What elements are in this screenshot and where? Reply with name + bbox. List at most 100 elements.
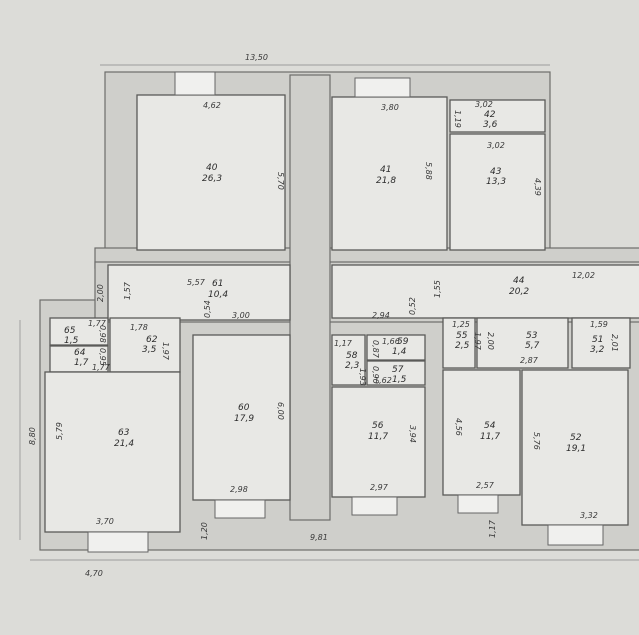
- room-64-id: 64: [74, 348, 86, 358]
- room-57-width: 1,62: [374, 376, 392, 385]
- room-56-height: 3,94: [408, 425, 417, 443]
- dim-wall-1: 1,20: [200, 522, 209, 540]
- room-42: [449, 99, 546, 133]
- room-55-area: 2,5: [455, 341, 470, 351]
- room-44-id: 44: [513, 276, 525, 286]
- room-60: [192, 334, 291, 501]
- room-51-id: 51: [592, 335, 603, 345]
- room-52-height: 5,76: [532, 432, 541, 450]
- room-61-dim-2: 2,00: [96, 284, 105, 302]
- room-40-width: 4,62: [203, 101, 221, 110]
- room-57-dim-193: 1,93: [358, 368, 367, 386]
- room-63: [44, 371, 181, 533]
- room-51-width: 1,59: [590, 320, 608, 329]
- room-63-area: 21,4: [114, 439, 134, 449]
- room-63-id: 63: [118, 428, 130, 438]
- room-53: [476, 317, 569, 369]
- room-62-area: 3,5: [142, 345, 157, 355]
- room-58-width: 1,17: [334, 339, 353, 348]
- room-65-id: 65: [64, 326, 76, 336]
- dim-wall-2: 1,17: [488, 519, 497, 538]
- room-62-id: 62: [146, 335, 158, 345]
- room-55-height: 1,97: [473, 332, 482, 351]
- dim-bottom: 9,81: [310, 533, 328, 542]
- room-54-width: 2,57: [476, 481, 495, 490]
- room-43: [449, 133, 546, 251]
- room-59: [366, 334, 426, 361]
- room-40-id: 40: [206, 163, 218, 173]
- room-64-area: 1,7: [74, 358, 89, 368]
- room-61-width: 5,57: [187, 278, 206, 287]
- room-52-area: 19,1: [566, 444, 586, 454]
- dim-top: 13,50: [245, 53, 268, 62]
- room-56-area: 11,7: [368, 432, 388, 442]
- room-60-area: 17,9: [234, 414, 254, 424]
- room-63-height: 5,79: [55, 422, 64, 440]
- windows: [87, 71, 604, 553]
- room-53-height: 2,00: [486, 332, 495, 350]
- dim-right: 12,02: [572, 271, 595, 280]
- room-58: [331, 334, 366, 386]
- room-53-width: 2,87: [520, 356, 539, 365]
- room-62-height: 1,97: [161, 342, 170, 361]
- dim-left: 8,80: [28, 427, 37, 445]
- room-41-id: 41: [380, 165, 391, 175]
- room-51: [571, 317, 631, 369]
- room-65: [49, 317, 109, 346]
- room-54-id: 54: [484, 421, 496, 431]
- room-65-area: 1,5: [64, 336, 79, 346]
- room-64-height: 0,95: [98, 348, 107, 366]
- room-61-area: 10,4: [208, 290, 228, 300]
- room-54-height: 4,56: [454, 418, 463, 436]
- room-57-id: 57: [392, 365, 404, 375]
- room-60-width: 2,98: [230, 485, 248, 494]
- room-65-width: 1,77: [88, 319, 107, 328]
- room-57-height: 0,90: [371, 366, 380, 384]
- room-60-height: 6,00: [276, 402, 285, 420]
- room-44-dim-052: 0,52: [408, 297, 417, 315]
- room-51-area: 3,2: [590, 345, 605, 355]
- room-60-id: 60: [238, 403, 250, 413]
- dimension-lines: [19, 64, 639, 561]
- room-61-id: 61: [212, 279, 223, 289]
- room-52-width: 3,32: [580, 511, 598, 520]
- room-63-width: 3,70: [96, 517, 114, 526]
- room-40-area: 26,3: [202, 174, 222, 184]
- room-58-id: 58: [346, 351, 358, 361]
- room-55: [442, 317, 476, 369]
- room-41: [331, 96, 448, 251]
- room-52: [521, 369, 629, 526]
- room-55-id: 55: [456, 331, 468, 341]
- room-40: [136, 94, 286, 251]
- room-58-height: 0,87: [371, 340, 380, 359]
- room-56-width: 2,97: [370, 483, 389, 492]
- room-40-height: 5,70: [276, 172, 285, 190]
- room-52-id: 52: [570, 433, 582, 443]
- room-42-area: 3,6: [483, 120, 498, 130]
- room-41-width: 3,80: [381, 103, 399, 112]
- room-42-width: 3,02: [475, 100, 493, 109]
- room-61: [107, 264, 291, 321]
- dim-bottom-left: 4,70: [85, 569, 103, 578]
- room-41-height: 5,88: [424, 162, 433, 180]
- room-41-area: 21,8: [376, 176, 396, 186]
- room-44-area: 20,2: [509, 287, 529, 297]
- room-58-area: 2,3: [345, 361, 360, 371]
- room-53-id: 53: [526, 331, 538, 341]
- room-54: [442, 369, 521, 496]
- room-62: [109, 317, 181, 373]
- room-43-height: 4,39: [533, 178, 542, 196]
- room-62-width: 1,78: [130, 323, 148, 332]
- room-51-height: 2,01: [610, 334, 619, 352]
- room-43-area: 13,3: [486, 177, 506, 187]
- room-53-area: 5,7: [525, 341, 540, 351]
- room-43-width: 3,02: [487, 141, 505, 150]
- room-61-dim-3: 3,00: [232, 311, 250, 320]
- room-42-id: 42: [484, 110, 496, 120]
- room-61-dim-054: 0,54: [203, 300, 212, 318]
- room-55-width: 1,25: [452, 320, 470, 329]
- room-44-dim-294: 2,94: [372, 311, 390, 320]
- room-57-area: 1,5: [392, 375, 407, 385]
- room-64-width: 1,77: [92, 363, 111, 372]
